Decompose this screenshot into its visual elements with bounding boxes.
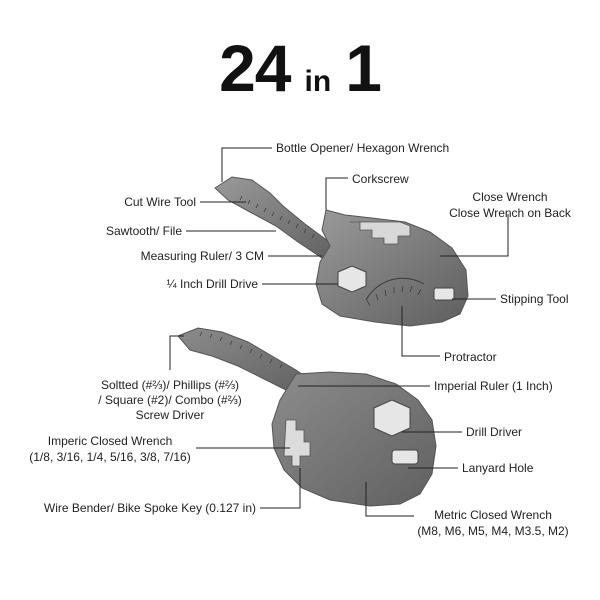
label-lanyard-hole: Lanyard Hole bbox=[462, 461, 534, 475]
top-tool-stepped-wrench bbox=[350, 221, 411, 245]
headline: 24 in 1 bbox=[0, 30, 600, 106]
label-screwdriver-line2: / Square (#2)/ Combo (#⅔) bbox=[98, 393, 242, 407]
label-screwdriver-line1: Soltted (#⅔)/ Phillips (#⅔) bbox=[100, 378, 240, 392]
headline-count: 1 bbox=[345, 31, 382, 105]
label-bottle-opener: Bottle Opener/ Hexagon Wrench bbox=[276, 141, 450, 155]
label-stipping-tool: Stipping Tool bbox=[500, 292, 569, 306]
label-imperial-ruler: Imperial Ruler (1 Inch) bbox=[434, 379, 553, 393]
label-protractor: Protractor bbox=[444, 350, 497, 364]
top-tool-hex-hole bbox=[337, 265, 367, 293]
label-sawtooth: Sawtooth/ File bbox=[105, 224, 182, 238]
bottom-tool bbox=[177, 327, 437, 507]
headline-number: 24 bbox=[219, 31, 291, 105]
label-metric-wrench-line2: (M8, M6, M5, M4, M3.5, M2) bbox=[417, 524, 569, 538]
label-wire-bender: Wire Bender/ Bike Spoke Key (0.127 in) bbox=[43, 501, 256, 515]
label-close-wrench-line1: Close Wrench bbox=[472, 190, 548, 204]
label-corkscrew: Corkscrew bbox=[352, 172, 409, 186]
label-imperic-wrench-line2: (1/8, 3/16, 1/4, 5/16, 3/8, 7/16) bbox=[29, 450, 191, 464]
label-cut-wire: Cut Wire Tool bbox=[124, 195, 196, 209]
label-drill-drive: ¼ Inch Drill Drive bbox=[166, 277, 258, 291]
bottom-tool-stepped-wrench bbox=[283, 419, 311, 467]
bottom-tool-hex-hole bbox=[373, 399, 411, 437]
bottom-tool-lanyard-hole bbox=[391, 449, 419, 465]
headline-word: in bbox=[304, 65, 332, 98]
label-drill-driver: Drill Driver bbox=[466, 425, 522, 439]
top-tool bbox=[214, 176, 469, 327]
label-screwdriver-line3: Screw Driver bbox=[135, 408, 205, 422]
label-measuring-ruler: Measuring Ruler/ 3 CM bbox=[140, 249, 264, 263]
top-tool-stripping-slot bbox=[433, 287, 455, 301]
top-tool-head bbox=[315, 209, 469, 327]
label-metric-wrench-line1: Metric Closed Wrench bbox=[434, 508, 552, 522]
label-imperic-wrench-line1: Imperic Closed Wrench bbox=[47, 434, 173, 448]
top-tool-protractor bbox=[365, 277, 425, 301]
label-close-wrench-line2: Close Wrench on Back bbox=[449, 206, 571, 220]
leader-lines bbox=[169, 147, 509, 517]
